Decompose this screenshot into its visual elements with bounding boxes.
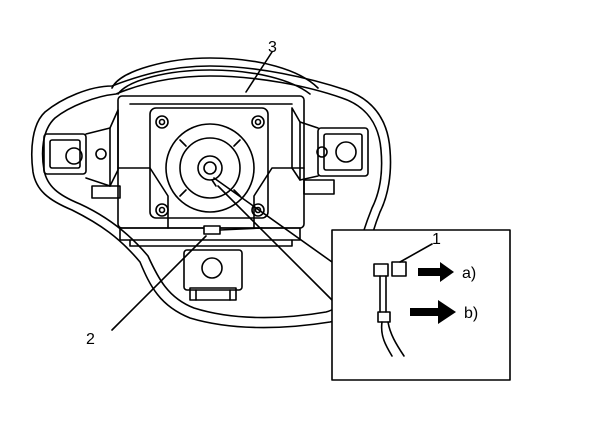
connector xyxy=(203,225,263,235)
arrow-a xyxy=(418,262,454,282)
zoom-leader xyxy=(211,177,333,301)
right-bracket xyxy=(291,107,369,195)
arrow-b xyxy=(410,300,456,324)
callout-leaders xyxy=(111,51,433,331)
inset-connector xyxy=(373,261,407,357)
inset-label-a: a) xyxy=(462,265,476,282)
left-bracket xyxy=(43,109,121,199)
detail-inset xyxy=(331,229,511,381)
callout-1: 1 xyxy=(432,231,441,248)
inflator-plate xyxy=(149,107,269,219)
callout-2: 2 xyxy=(86,331,95,348)
bottom-bracket xyxy=(183,249,243,301)
callout-3: 3 xyxy=(268,39,277,56)
inset-label-b: b) xyxy=(464,305,478,322)
inflator-housing xyxy=(117,95,305,247)
